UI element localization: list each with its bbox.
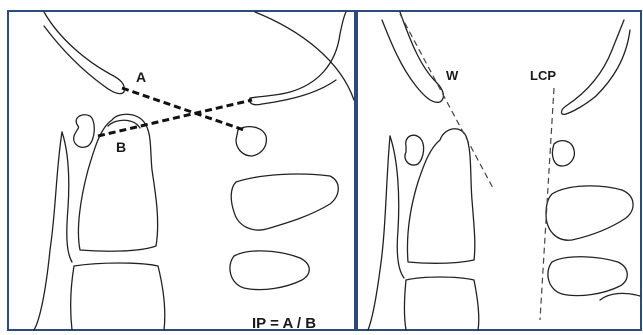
ip-formula: IP = A / B (252, 315, 316, 332)
label-a: A (136, 69, 146, 85)
label-w: W (446, 68, 459, 83)
label-b: B (116, 139, 126, 155)
label-lcp: LCP (530, 68, 556, 83)
right-panel: W LCP (357, 11, 641, 330)
left-panel: A B IP = A / B (8, 11, 355, 332)
left-panel-frame (8, 11, 355, 330)
